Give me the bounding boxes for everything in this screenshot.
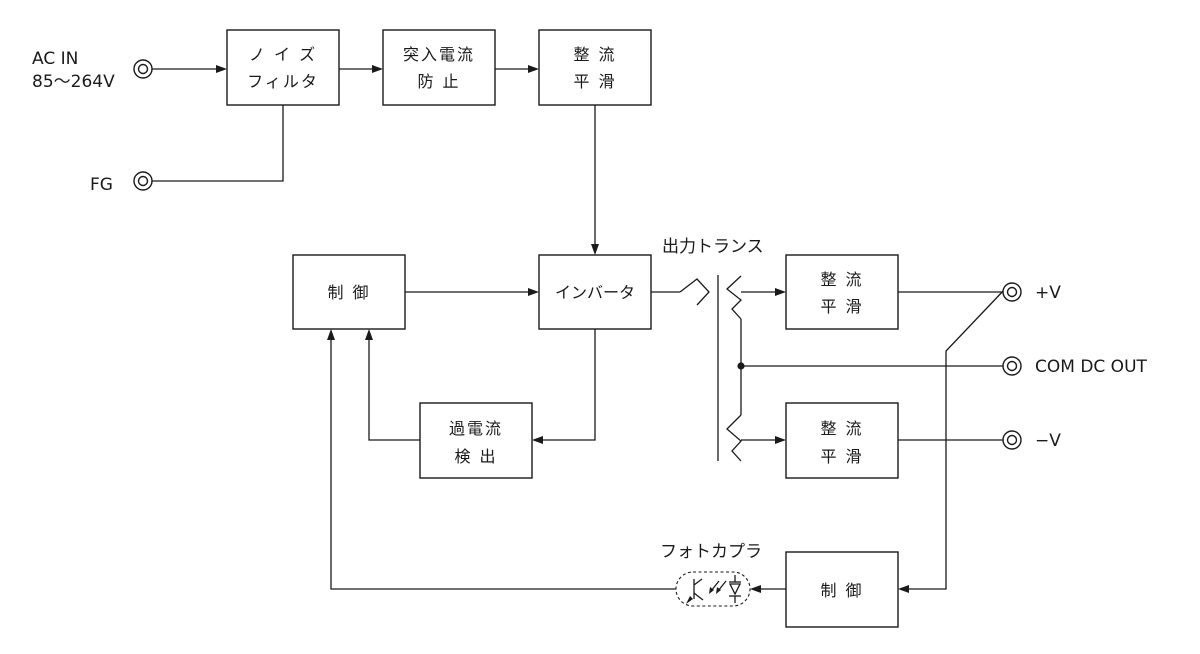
inrush-line2: 防 止 — [417, 72, 460, 91]
wires-middle — [327, 288, 676, 590]
fg-label: FG — [90, 175, 113, 195]
inrush-prevention-block: 突入電流 防 止 — [382, 29, 496, 106]
fg-terminal — [133, 171, 153, 191]
overcurrent-line2: 検 出 — [454, 447, 497, 466]
positive-output-label: +V — [1035, 283, 1061, 303]
noise-filter-line2: フィルタ — [247, 72, 319, 91]
wires-output — [741, 288, 1006, 593]
noise-filter-block: ノ イ ズ フィルタ — [226, 29, 340, 106]
rectifier-smoothing-block-positive: 整 流 平 滑 — [785, 254, 899, 330]
inverter-block: インバータ — [538, 254, 652, 330]
ac-in-label: AC IN — [32, 49, 78, 69]
rect-neg-line2: 平 滑 — [820, 447, 863, 466]
output-transformer — [651, 275, 745, 462]
control-block-feedback: 制 御 — [785, 551, 899, 628]
negative-output-terminal — [1002, 430, 1022, 450]
photocoupler-label: フォトカプラ — [660, 542, 762, 562]
noise-filter-line1: ノ イ ズ — [249, 45, 317, 64]
rect1-line2: 平 滑 — [573, 72, 616, 91]
ac-in-terminal — [133, 59, 153, 79]
com-output-terminal — [1002, 356, 1022, 376]
control-main-label: 制 御 — [327, 283, 370, 302]
control-fb-label: 制 御 — [820, 581, 863, 600]
overcurrent-line1: 過電流 — [449, 419, 503, 438]
rect-pos-line1: 整 流 — [820, 270, 863, 289]
ac-in-voltage-label: 85〜264V — [32, 72, 115, 92]
rect1-line1: 整 流 — [573, 45, 616, 64]
overcurrent-detection-block: 過電流 検 出 — [419, 402, 533, 479]
inverter-label: インバータ — [555, 283, 635, 302]
positive-output-terminal — [1002, 282, 1022, 302]
rectifier-smoothing-block-1: 整 流 平 滑 — [538, 29, 652, 106]
photocoupler-icon — [675, 571, 751, 607]
rect-neg-line1: 整 流 — [820, 419, 863, 438]
negative-output-label: −V — [1035, 431, 1061, 451]
rect-pos-line2: 平 滑 — [820, 297, 863, 316]
inrush-line1: 突入電流 — [403, 45, 475, 64]
transformer-label: 出力トランス — [662, 237, 764, 257]
wires-top — [152, 65, 599, 255]
rectifier-smoothing-block-negative: 整 流 平 滑 — [785, 402, 899, 479]
com-dc-out-label: COM DC OUT — [1035, 357, 1148, 377]
control-block-main: 制 御 — [292, 254, 406, 330]
